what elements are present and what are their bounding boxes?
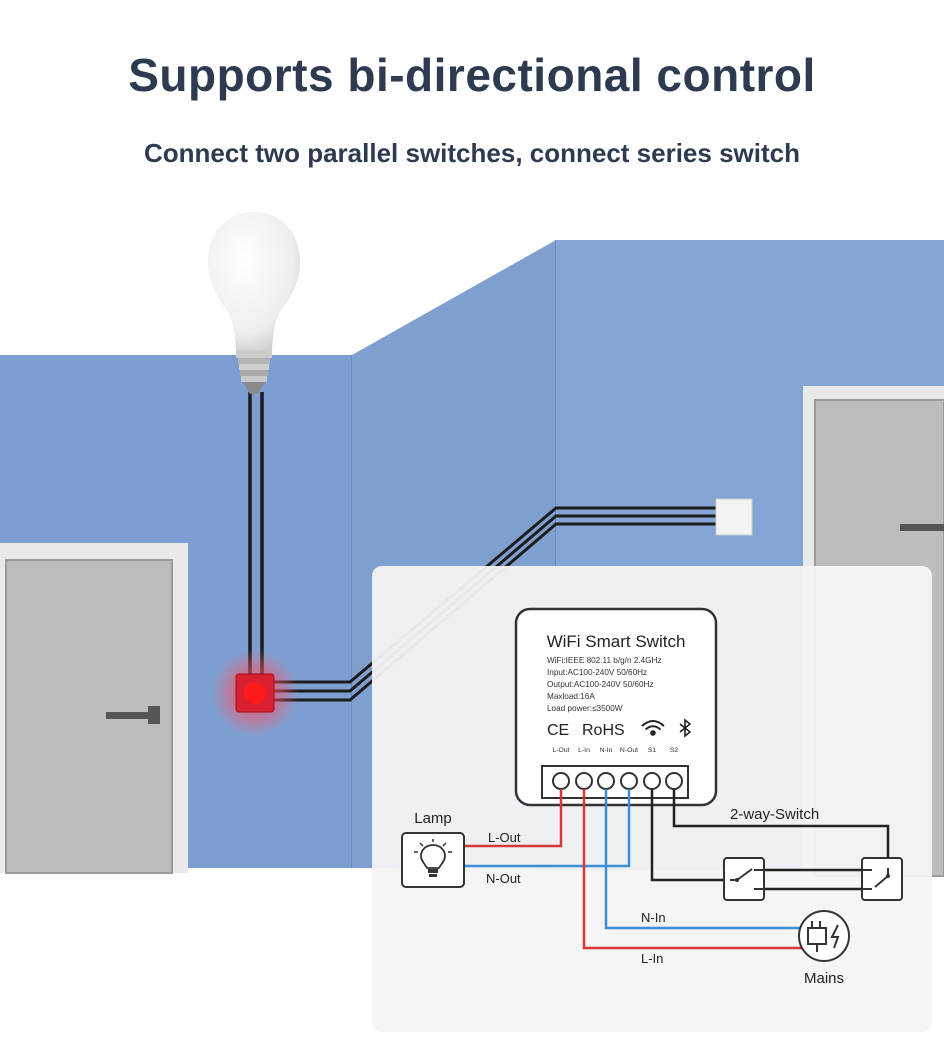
- mains-plug-icon: [798, 910, 850, 962]
- wifi-icon: [641, 720, 665, 736]
- door-handle-left: [106, 712, 154, 719]
- two-way-switch-left-icon: [723, 857, 765, 901]
- light-bulb-icon: [208, 212, 300, 394]
- rohs-mark: RoHS: [582, 722, 625, 739]
- device-specs: WiFi:IEEE 802.11 b/g/n 2.4GHz Input:AC10…: [547, 656, 662, 713]
- smart-switch-device: WiFi Smart Switch WiFi:IEEE 802.11 b/g/n…: [514, 607, 718, 807]
- page-title: Supports bi-directional control: [128, 49, 816, 101]
- terminal-label: S1: [648, 747, 657, 754]
- device-name: WiFi Smart Switch: [547, 632, 686, 651]
- terminal-label: L-In: [578, 747, 590, 754]
- terminal-label: N-Out: [620, 747, 638, 754]
- switch-label: 2-way-Switch: [730, 806, 819, 823]
- n-out-label: N-Out: [486, 871, 521, 886]
- junction-box: [715, 498, 753, 536]
- ce-mark: CE: [547, 722, 569, 739]
- wire-n-out: [464, 789, 631, 868]
- wire-s1: [650, 789, 724, 882]
- spec-line: Load power:≤3500W: [547, 704, 623, 713]
- spec-line: Input:AC100-240V 50/60Hz: [547, 668, 647, 677]
- wire-s2: [672, 789, 890, 858]
- left-door: [0, 543, 188, 874]
- two-way-switch-right-icon: [861, 857, 903, 901]
- spec-line: Output:AC100-240V 50/60Hz: [547, 680, 654, 689]
- lamp-label: Lamp: [414, 810, 452, 827]
- terminal-label: L-Out: [553, 747, 570, 754]
- spec-line: Maxload:16A: [547, 692, 595, 701]
- mains-label: Mains: [804, 970, 844, 987]
- wire-l-out: [464, 789, 563, 848]
- lamp-icon: [401, 832, 465, 888]
- bulb-wires: [248, 392, 264, 690]
- terminal-label: N-In: [600, 747, 613, 754]
- door-handle-right: [900, 524, 944, 531]
- terminal-block: [541, 765, 689, 799]
- l-in-label: L-In: [641, 951, 663, 966]
- spec-line: WiFi:IEEE 802.11 b/g/n 2.4GHz: [547, 656, 662, 665]
- page-subtitle: Connect two parallel switches, connect s…: [144, 138, 800, 168]
- n-in-label: N-In: [641, 910, 666, 925]
- wire-n-in: [604, 789, 800, 930]
- terminal-label: S2: [670, 747, 679, 754]
- l-out-label: L-Out: [488, 830, 521, 845]
- bluetooth-icon: [679, 718, 692, 738]
- switch-indicator: [211, 649, 299, 737]
